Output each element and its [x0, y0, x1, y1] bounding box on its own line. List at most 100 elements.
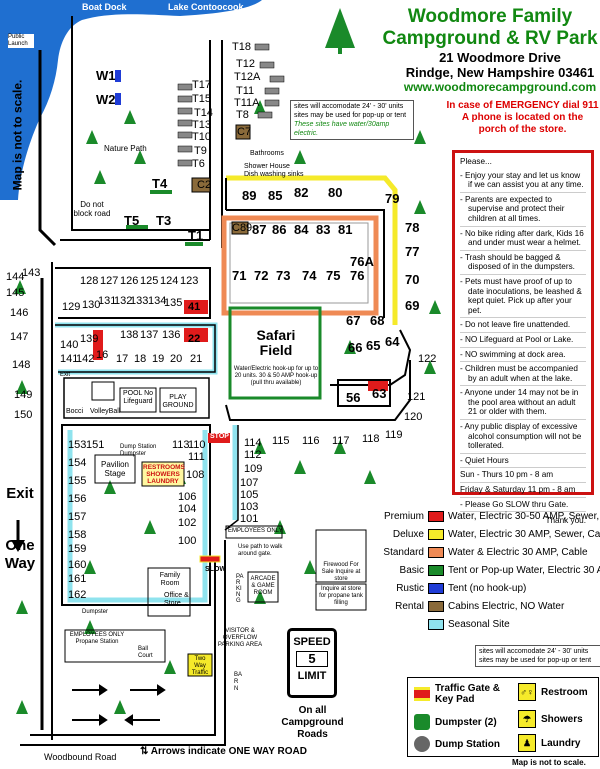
legend-category: Standard	[383, 546, 424, 558]
svg-text:108: 108	[186, 469, 204, 481]
svg-text:159: 159	[68, 543, 86, 555]
svg-text:86: 86	[272, 222, 286, 237]
family-room-label: Family Room	[159, 572, 181, 587]
svg-text:100: 100	[178, 535, 196, 547]
svg-text:122: 122	[418, 353, 436, 365]
svg-text:107: 107	[240, 477, 258, 489]
svg-text:T4: T4	[152, 176, 168, 191]
svg-text:140: 140	[60, 339, 78, 351]
svg-text:41: 41	[188, 301, 200, 313]
svg-text:68: 68	[370, 313, 384, 328]
legend-description: Cabins Electric, NO Water	[448, 600, 565, 612]
svg-text:119: 119	[385, 429, 403, 441]
svg-text:64: 64	[385, 334, 400, 349]
svg-text:146: 146	[10, 307, 28, 319]
svg-text:109: 109	[244, 463, 262, 475]
svg-text:125: 125	[140, 275, 158, 287]
map-not-to-scale-side: Map is not to scale.	[10, 79, 25, 191]
dump-station-icon	[414, 736, 430, 752]
legend-row: Standard Water & Electric 30 AMP, Cable	[378, 544, 588, 560]
svg-text:T6: T6	[192, 158, 205, 170]
svg-text:103: 103	[240, 501, 258, 513]
svg-text:T18: T18	[232, 41, 251, 53]
exit-road	[38, 50, 57, 247]
website-link[interactable]: www.woodmorecampground.com	[403, 80, 597, 94]
svg-text:74: 74	[302, 268, 317, 283]
svg-text:T9: T9	[194, 145, 207, 157]
safari-field	[228, 306, 322, 400]
campground-rules: Please... - Enjoy your stay and let us k…	[452, 150, 594, 525]
rule-item: - Please Go SLOW thru Gate.	[460, 498, 586, 513]
svg-text:101: 101	[240, 513, 258, 525]
map-not-to-scale-bottom: Map is not to scale.	[512, 758, 586, 767]
svg-text:65: 65	[366, 338, 380, 353]
legend-description: Water & Electric 30 AMP, Cable	[448, 546, 588, 558]
exit-one-way-label: Exit One Way	[4, 485, 36, 572]
rv-note-top: sites will accomodate 24' - 30' units si…	[290, 100, 414, 140]
svg-text:T1: T1	[188, 228, 203, 243]
site-legend: Premium Water, Electric 30-50 AMP, Sewer,…	[378, 508, 600, 638]
svg-text:80: 80	[328, 185, 342, 200]
legend-description: Water, Electric 30-50 AMP, Sewer, Cable	[448, 510, 600, 522]
lake	[0, 0, 262, 200]
svg-text:153: 153	[68, 439, 86, 451]
svg-text:63: 63	[372, 386, 386, 401]
safari-field-label: Safari Field	[256, 327, 296, 358]
svg-text:130: 130	[82, 299, 100, 311]
svg-text:78: 78	[405, 220, 419, 235]
svg-text:133: 133	[130, 295, 148, 307]
svg-text:118: 118	[362, 433, 380, 445]
rule-item: - Any public display of excessive alcoho…	[460, 420, 586, 454]
svg-text:115: 115	[272, 435, 290, 447]
svg-text:89: 89	[242, 188, 256, 203]
use-path-label: Use path to walk around gate.	[238, 544, 283, 557]
rule-item: - NO Lifeguard at Pool or Lake.	[460, 333, 586, 348]
svg-text:129: 129	[62, 301, 80, 313]
legend-swatch	[428, 582, 444, 594]
svg-text:18: 18	[134, 353, 146, 365]
svg-text:84: 84	[294, 222, 309, 237]
svg-text:C2: C2	[197, 179, 211, 191]
rule-item: - NO swimming at dock area.	[460, 348, 586, 363]
svg-text:70: 70	[405, 272, 419, 287]
amenity-key: Traffic Gate & Key Pad Dumpster (2) Dump…	[407, 677, 599, 757]
dumpster-icon	[414, 714, 430, 730]
restrooms-label: RESTROOMS SHOWERS LAUNDRY	[143, 464, 185, 485]
lake-label: Lake Contoocook	[168, 2, 244, 12]
svg-text:16: 16	[96, 349, 108, 361]
svg-text:17: 17	[116, 353, 128, 365]
speed-limit-sign: SPEED 5 LIMIT	[287, 628, 337, 698]
svg-text:127: 127	[100, 275, 118, 287]
svg-text:T17: T17	[192, 79, 211, 91]
exit-small-label: Exit	[60, 372, 71, 378]
bathrooms-label: Bathrooms	[250, 150, 284, 157]
svg-text:105: 105	[240, 489, 258, 501]
rule-item: - Do not leave fire unattended.	[460, 318, 586, 333]
shower-icon: ☂	[518, 710, 536, 728]
svg-text:135: 135	[164, 297, 182, 309]
office-label: Office & Store	[164, 592, 189, 607]
safari-note: Water/Electric hook-up for up to 20 unit…	[233, 366, 319, 386]
svg-text:102: 102	[178, 517, 196, 529]
rule-item: - Enjoy your stay and let us know if we …	[460, 169, 586, 193]
propane-label: Inquire at store for propane tank fillin…	[319, 586, 363, 606]
svg-text:147: 147	[10, 331, 28, 343]
svg-text:W2: W2	[96, 92, 116, 107]
svg-text:106: 106	[178, 491, 196, 503]
visitor-parking-label: VISITOR & OVERFLOW PARKING AREA	[217, 628, 263, 648]
svg-text:85: 85	[268, 188, 282, 203]
ball-court-label: Ball Court	[138, 646, 153, 659]
svg-text:79: 79	[385, 191, 399, 206]
legend-swatch	[428, 564, 444, 576]
shower-house-label: Shower House Dish washing sinks	[244, 163, 304, 178]
legend-category: Premium	[383, 510, 424, 522]
employees-propane-label: EMPLOYEES ONLY Propane Station	[69, 632, 125, 645]
svg-text:123: 123	[180, 275, 198, 287]
svg-text:143: 143	[22, 267, 40, 279]
svg-text:76A: 76A	[350, 254, 374, 269]
rule-item: Sun - Thurs 10 pm - 8 am	[460, 468, 586, 484]
